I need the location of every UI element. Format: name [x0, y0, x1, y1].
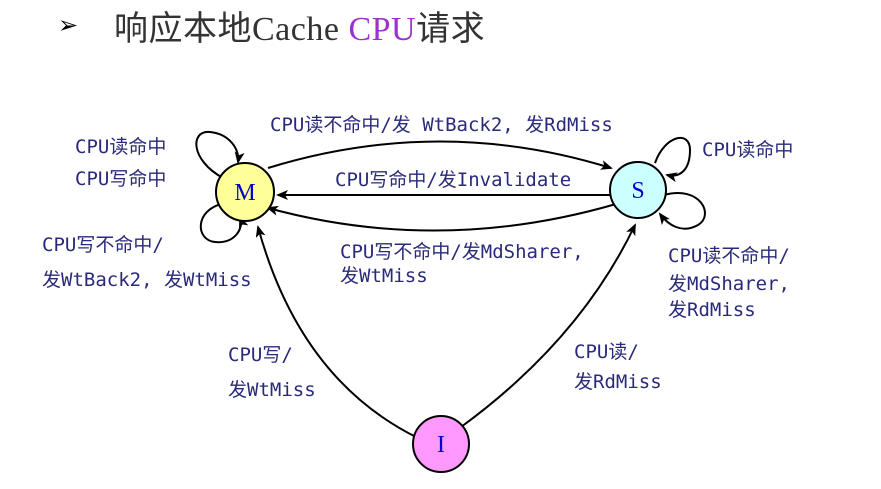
label-s-to-m-write-miss-1: CPU写不命中/发MdSharer,	[340, 241, 584, 263]
label-m-to-s: CPU读不命中/发 WtBack2, 发RdMiss	[270, 114, 613, 136]
label-i-to-m-1: CPU写/	[228, 344, 293, 366]
label-s-self-miss-2: 发MdSharer,	[668, 273, 790, 295]
state-s: S	[609, 161, 667, 219]
state-i: I	[412, 415, 470, 473]
edge-m-self-write-miss	[199, 203, 249, 244]
label-m-self-miss-2: 发WtBack2, 发WtMiss	[42, 269, 252, 291]
state-i-label: I	[437, 432, 445, 458]
label-m-self-miss-1: CPU写不命中/	[42, 234, 164, 256]
label-m-self-read: CPU读命中	[75, 136, 166, 158]
state-m-label: M	[234, 180, 255, 206]
label-i-to-s-2: 发RdMiss	[574, 371, 662, 393]
edge-s-to-m-write-miss	[266, 203, 617, 232]
edge-i-to-m	[255, 225, 419, 439]
edge-m-self-hit	[195, 130, 245, 179]
title-prefix: 响应本地Cache	[114, 10, 349, 48]
title-suffix: 请求	[416, 10, 486, 48]
title-highlight: CPU	[348, 10, 417, 48]
edge-i-to-s	[460, 223, 636, 428]
label-s-self-read: CPU读命中	[702, 139, 793, 161]
label-s-to-m-write-miss-2: 发WtMiss	[340, 265, 428, 287]
arrow-bullet-icon: ➢	[58, 11, 79, 39]
label-s-self-miss-1: CPU读不命中/	[668, 245, 790, 267]
label-s-to-m-write-hit: CPU写命中/发Invalidate	[335, 169, 571, 191]
label-i-to-m-2: 发WtMiss	[228, 379, 316, 401]
state-i-circle	[412, 415, 470, 473]
label-m-self-write: CPU写命中	[75, 168, 166, 190]
label-i-to-s-1: CPU读/	[574, 341, 639, 363]
edge-s-self-read-miss	[658, 192, 706, 230]
edge-m-to-s	[267, 140, 613, 170]
edge-s-self-read-hit	[654, 136, 692, 183]
state-s-label: S	[631, 178, 644, 204]
label-s-self-miss-3: 发RdMiss	[668, 299, 756, 321]
state-m-circle	[215, 162, 275, 222]
state-m: M	[215, 162, 275, 222]
state-s-circle	[609, 161, 667, 219]
slide-title-row: ➢ 响应本地Cache CPU请求	[58, 0, 485, 50]
slide-title: 响应本地Cache CPU请求	[114, 1, 485, 50]
